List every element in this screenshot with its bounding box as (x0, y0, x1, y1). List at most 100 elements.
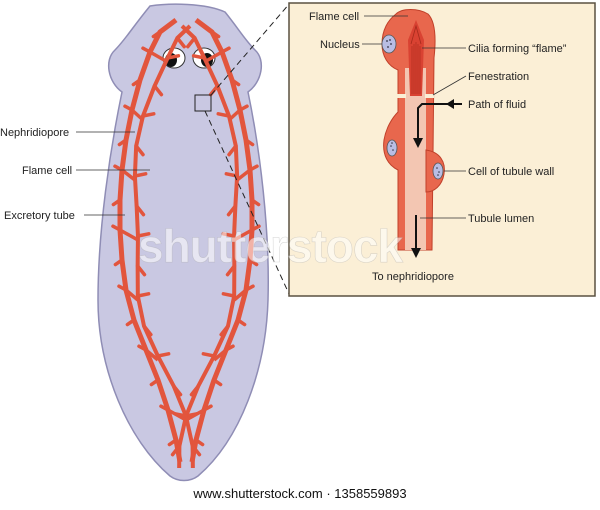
excretory-tube-branch (134, 204, 146, 217)
label-path-of-fluid: Path of fluid (468, 99, 526, 111)
fluid-path-arrow (413, 99, 462, 148)
excretory-tube-branch (226, 204, 238, 217)
excretory-tube-link (144, 348, 159, 362)
excretory-tube-link (233, 288, 248, 302)
label-excretory-tube: Excretory tube (4, 210, 75, 222)
zoom-line-top (210, 2, 291, 96)
excretory-tube-branch (250, 224, 261, 232)
excretory-tube-branch (191, 54, 207, 60)
excretory-tube-branch (142, 324, 153, 337)
watermark-text: shutterstock (138, 220, 403, 272)
excretory-tube-branch (219, 324, 230, 337)
excretory-tube-branch (248, 164, 259, 172)
excretory-tube-branch (131, 78, 142, 87)
excretory-tube-branch (224, 344, 235, 352)
excretory-tube-branch (248, 258, 259, 267)
label-fenestration: Fenestration (468, 71, 529, 83)
excretory-network-right (170, 18, 261, 469)
fenestration-gap-left (397, 94, 406, 98)
nucleus-flame-cell (381, 34, 397, 54)
wall-cell-right (425, 149, 445, 193)
right-eye (192, 47, 216, 69)
excretory-tube-branch (194, 438, 205, 447)
tubule-lumen (405, 68, 426, 250)
excretory-tube-branch (210, 30, 221, 39)
excretory-tube-branch (117, 138, 128, 147)
excretory-tube-branch (227, 144, 238, 157)
excretory-tube-link (203, 50, 223, 64)
excretory-tube-branch (201, 352, 216, 358)
label-to-nephridiopore: To nephridiopore (372, 271, 454, 283)
excretory-tube-branch (167, 438, 178, 447)
excretory-tube-branch (136, 232, 151, 238)
outflow-arrow (411, 215, 421, 258)
excretory-tube-branch (208, 84, 220, 97)
excretory-tube-branch (221, 292, 236, 298)
excretory-tube-link (130, 108, 145, 122)
label-flame-cell-left: Flame cell (22, 165, 72, 177)
excretory-tube-branch (216, 112, 231, 118)
excretory-tube-link (213, 348, 228, 362)
excretory-tube-branch (220, 46, 231, 54)
excretory-tube-branch (186, 36, 197, 49)
excretory-tube-link (227, 108, 242, 122)
label-cilia: Cilia forming “flame” (468, 43, 567, 55)
nucleus-wall-cell-left (386, 139, 398, 157)
excretory-tube-branch (221, 232, 236, 238)
excretory-tube-branch (225, 264, 237, 277)
excretory-tube-branch (111, 198, 122, 207)
excretory-tube-branch (117, 284, 128, 292)
excretory-tube-branch (236, 318, 247, 327)
label-tubule-lumen: Tubule lumen (468, 213, 534, 225)
excretory-network-left (111, 18, 202, 469)
excretory-tube-branch (152, 84, 164, 97)
excretory-tube-link (149, 50, 169, 64)
excretory-tube-link (124, 288, 139, 302)
cilia-flame (408, 20, 424, 96)
excretory-tube-branch (137, 344, 148, 352)
excretory-tube-branch (135, 264, 147, 277)
excretory-tube-branch (165, 54, 181, 60)
excretory-tube-branch (230, 78, 241, 87)
excretory-tube-link (233, 228, 253, 242)
excretory-tube-branch (133, 172, 148, 178)
excretory-tube-branch (149, 378, 160, 387)
zoom-line-bottom (204, 110, 291, 297)
excretory-tube-link (120, 168, 136, 182)
excretory-tube-branch (202, 404, 213, 412)
excretory-tube-branch (159, 404, 170, 412)
zoom-region-box (194, 94, 212, 112)
excretory-tube-link (119, 228, 139, 242)
excretory-tube-branch (171, 384, 183, 397)
excretory-tube-branch (173, 412, 188, 418)
flame-cell-inset: Flame cell Nucleus Cilia forming “flame”… (288, 2, 596, 297)
fenestration-gap-right (425, 94, 434, 98)
excretory-tube-branch (244, 284, 255, 292)
excretory-tube-branch (113, 258, 124, 267)
excretory-tube-branch (175, 36, 186, 49)
image-credit: www.shutterstock.com · 1358559893 (193, 486, 407, 501)
excretory-tube-branch (111, 224, 122, 232)
excretory-tube-branch (125, 318, 136, 327)
excretory-tube-branch (151, 30, 162, 39)
excretory-tube-link (236, 168, 252, 182)
excretory-tube-branch (123, 104, 134, 112)
excretory-tube-branch (212, 378, 223, 387)
excretory-tube-branch (134, 144, 145, 157)
label-nucleus: Nucleus (320, 39, 360, 51)
excretory-tube-branch (244, 138, 255, 147)
excretory-tube-branch (136, 292, 151, 298)
excretory-tube-link (185, 408, 205, 422)
excretory-tube-branch (238, 104, 249, 112)
excretory-tube-branch (189, 384, 201, 397)
inset-background (288, 2, 596, 297)
label-flame-cell: Flame cell (309, 11, 359, 23)
excretory-tube-branch (250, 198, 261, 207)
excretory-tube-branch (170, 444, 182, 457)
excretory-tube-branch (113, 164, 124, 172)
excretory-tube-branch (224, 172, 239, 178)
excretory-tube-branch (141, 46, 152, 54)
leader-fenestration (432, 75, 467, 96)
